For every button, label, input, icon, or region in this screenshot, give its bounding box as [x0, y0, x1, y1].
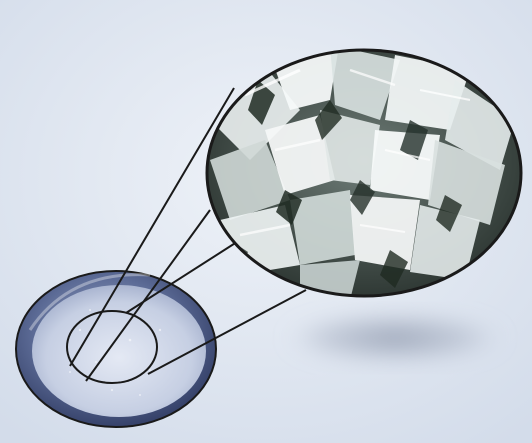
lens-shadow [285, 312, 505, 364]
petri-dish [16, 271, 216, 427]
